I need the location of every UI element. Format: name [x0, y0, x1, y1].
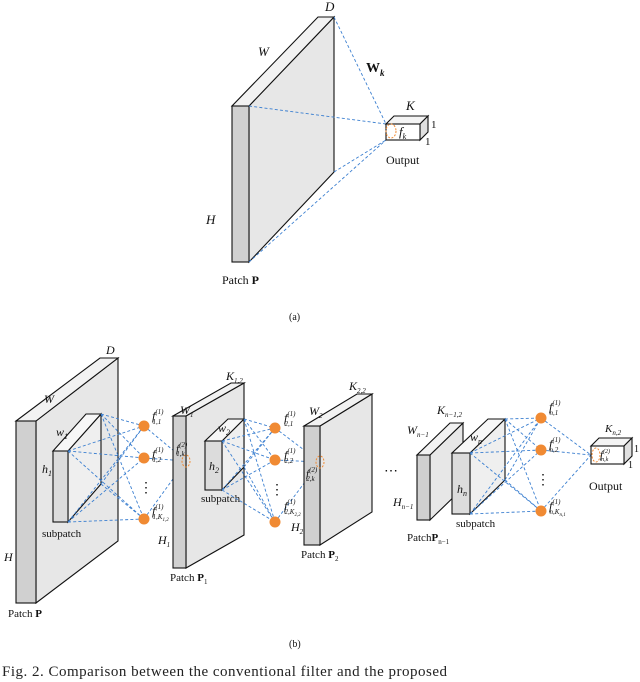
patch-block-bn — [415, 417, 507, 522]
filter-response-ring-1 — [181, 454, 191, 468]
nodes-1-dots: ⋮ — [139, 481, 153, 496]
height-label-b0: H — [3, 550, 14, 564]
depth-label-b0: D — [105, 343, 115, 357]
filter-label-out: f(2)n,k — [600, 448, 610, 463]
subpatch-label-n: subpatch — [456, 518, 496, 530]
subpatch-height-label-2: h2 — [209, 459, 219, 475]
filter-response-ring-2 — [315, 455, 325, 469]
dim-one-right-a: 1 — [431, 119, 437, 131]
connections-n — [469, 417, 592, 515]
width-label-a: W — [258, 44, 270, 59]
patch-label-b0: Patch P — [8, 608, 42, 620]
node-1-k-label: f(1)1,K1,2 — [152, 503, 169, 523]
node-n-1 — [535, 412, 547, 424]
dim-one-right-b: 1 — [634, 444, 639, 455]
node-1-2-label: f(1)1,2 — [152, 446, 164, 464]
node-n-k — [535, 505, 547, 517]
subpatch-width-label-1: w1 — [56, 425, 68, 441]
nodes-layer-1 — [138, 420, 150, 525]
patch-label-a: Patch P — [222, 273, 259, 287]
subpatch-height-label-1: h1 — [42, 462, 52, 478]
height-label-bn: Hn−1 — [392, 495, 413, 511]
nodes-2-dots: ⋮ — [270, 483, 284, 498]
panel-b-label: (b) — [289, 639, 301, 650]
node-2-1 — [269, 422, 281, 434]
node-1-1 — [138, 420, 150, 432]
layer-ellipsis: ⋯ — [384, 464, 398, 479]
panel-b: W D H w1 h1 subpatch Patch P — [3, 343, 639, 650]
node-2-2 — [269, 454, 281, 466]
subpatch-height-label-n: hn — [457, 482, 467, 498]
node-2-k — [269, 516, 281, 528]
weights-label-a: Wk — [366, 61, 385, 78]
patch-label-bn: PatchPn−1 — [407, 532, 450, 546]
node-2-1-label: f(1)2,1 — [284, 410, 296, 428]
node-1-1-label: f(1)1,1 — [152, 408, 164, 426]
patch-label-b1: Patch P1 — [170, 572, 208, 586]
patch-block-b1 — [170, 382, 247, 569]
width-label-b0: W — [44, 392, 55, 406]
subpatch-label-1: subpatch — [42, 528, 82, 540]
node-n-k-label: f(1)n,Kn,1 — [549, 498, 566, 518]
panel-a-label: (a) — [289, 312, 300, 323]
k-label-b2: K2,2 — [348, 379, 366, 395]
filter-response-ring-out — [591, 447, 601, 463]
patch-block-a — [230, 15, 336, 264]
output-block-b — [589, 436, 634, 466]
node-1-2 — [138, 452, 150, 464]
nodes-n-dots: ⋮ — [536, 473, 550, 488]
node-2-k-label: f(1)2,K2,2 — [284, 498, 301, 518]
height-label-a: H — [205, 212, 216, 227]
k-label-b1: K1,2 — [225, 369, 243, 385]
height-label-b2: H2 — [290, 520, 304, 536]
k-label-bn: Kn−1,2 — [436, 403, 462, 419]
figure-caption: Fig. 2. Comparison between the conventio… — [2, 664, 448, 680]
dim-one-bottom-b: 1 — [628, 460, 633, 471]
filter-label-b1: f(2)1,k — [176, 441, 188, 458]
height-label-b1: H1 — [157, 533, 170, 549]
filter-response-label-a: fk — [399, 124, 407, 141]
width-label-b1: W1 — [180, 403, 194, 419]
nodes-layer-2 — [269, 422, 281, 528]
k-label-out: Kn,2 — [604, 423, 622, 437]
filter-label-b2: f(2)2,k — [306, 466, 318, 483]
node-n-2-label: f(1)n,2 — [549, 436, 561, 454]
subpatch-width-label-2: w2 — [218, 421, 230, 437]
node-1-k — [138, 513, 150, 525]
filter-response-ring-a — [385, 123, 397, 139]
output-block-a — [384, 114, 430, 142]
weight-connections-a — [248, 16, 387, 263]
nodes-layer-n — [535, 412, 547, 517]
node-n-2 — [535, 444, 547, 456]
output-label-b: Output — [589, 479, 623, 493]
patch-block-b2 — [302, 393, 374, 547]
depth-label-a: D — [324, 0, 335, 14]
subpatch-label-2: subpatch — [201, 493, 241, 505]
patch-block-b0 — [14, 356, 120, 605]
node-2-2-label: f(1)2,2 — [284, 447, 296, 465]
output-label-a: Output — [386, 153, 420, 167]
width-label-bn: Wn−1 — [407, 423, 429, 439]
node-n-1-label: f(1)n,1 — [549, 399, 561, 417]
patch-label-b2: Patch P2 — [301, 549, 339, 563]
diagram: W D H Wk K 1 1 fk Output Patch P (a) W D… — [3, 0, 639, 650]
k-label-a: K — [405, 98, 416, 113]
subpatch-width-label-n: wn — [470, 430, 482, 446]
panel-a: W D H Wk K 1 1 fk Output Patch P (a) — [205, 0, 437, 323]
width-label-b2: W2 — [309, 404, 323, 420]
dim-one-bottom-a: 1 — [425, 136, 431, 148]
